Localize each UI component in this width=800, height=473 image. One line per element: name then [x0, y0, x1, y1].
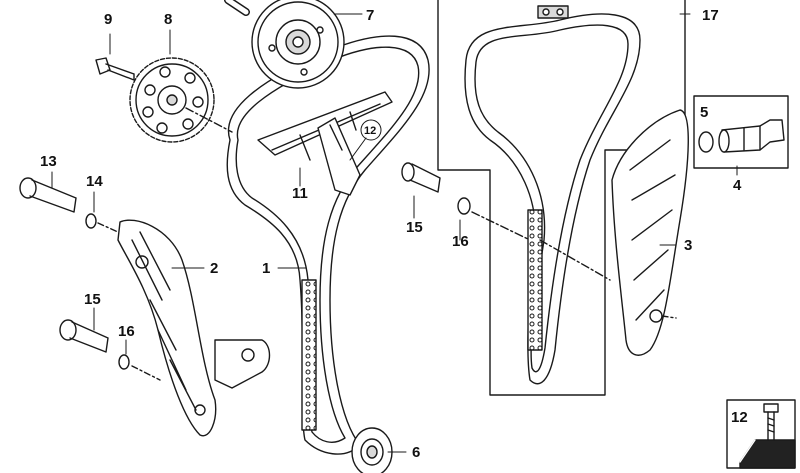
callout-7: 7: [366, 7, 374, 24]
callout-9: 9: [104, 11, 112, 28]
crankshaft-sprocket: [351, 427, 393, 473]
tensioner-rail-3: [611, 109, 689, 356]
bolt-15-lower: [59, 319, 109, 353]
callout-3: 3: [684, 237, 692, 254]
o-ring-5: [698, 131, 714, 153]
bolt-15-center: [401, 162, 441, 193]
legend-box: [726, 399, 796, 469]
sprocket-bolt-top: [224, 0, 250, 16]
callout-15-center: 15: [406, 219, 423, 236]
camshaft-sprocket-upper: [251, 0, 345, 89]
callout-11: 11: [292, 185, 308, 202]
box-4: [693, 95, 789, 169]
chain-guide-rail: [257, 91, 393, 196]
callout-12-circled: 12: [364, 125, 376, 137]
callout-16-center: 16: [452, 233, 469, 250]
callout-4: 4: [733, 177, 742, 194]
bolt-9: [95, 57, 135, 81]
callout-15-lower: 15: [84, 291, 101, 308]
callout-8: 8: [164, 11, 172, 28]
timing-chain-right: [464, 13, 641, 385]
washer-14: [85, 213, 97, 229]
washer-16-center: [457, 197, 471, 215]
washer-16-lower: [118, 354, 130, 370]
bolt-icon: [763, 403, 779, 441]
bolt-13: [19, 177, 77, 213]
callout-5: 5: [700, 104, 708, 121]
callout-13: 13: [40, 153, 57, 170]
callout-2: 2: [210, 260, 218, 277]
chain-tensioner-4: [718, 119, 785, 153]
tensioner-rail-2: [117, 219, 271, 437]
callout-12-legend: 12: [731, 409, 748, 426]
callout-17: 17: [702, 7, 719, 24]
leader-lines: [51, 13, 738, 453]
callout-labels: 9 8 7 17 5 4 12 11 13 14 2 1 15 16 15 16…: [40, 7, 748, 461]
chain-connector-link: [537, 5, 569, 19]
callout-14: 14: [86, 173, 103, 190]
callout-1: 1: [262, 260, 270, 277]
sprocket-gear-8: [129, 57, 215, 143]
timing-chain-left: [226, 35, 430, 455]
callout-16-lower: 16: [118, 323, 135, 340]
callout-6: 6: [412, 444, 420, 461]
